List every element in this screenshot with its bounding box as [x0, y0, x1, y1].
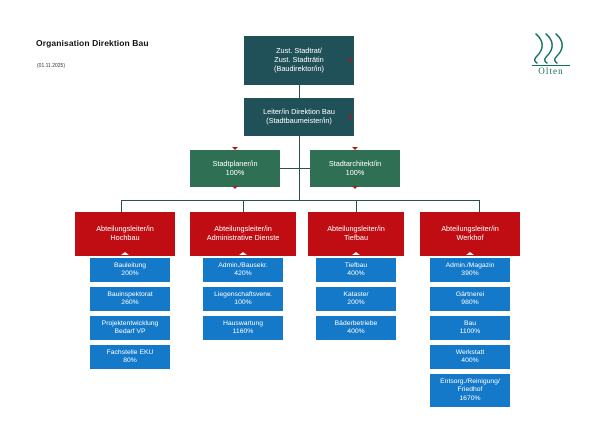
logo-divider — [532, 65, 570, 66]
marker-stadtarchitekt-top-icon — [352, 147, 358, 150]
connector-drop-hochbau — [121, 200, 122, 212]
node-abteilungsleiter-tiefbau[interactable]: Abteilungsleiter/in Tiefbau — [308, 212, 404, 256]
marker-stadtarchitekt-bottom-icon — [352, 186, 358, 189]
page-date: (01.11.2025) — [37, 63, 65, 69]
page-title: Organisation Direktion Bau — [36, 38, 149, 48]
connector-drop-tiefbau — [356, 200, 357, 212]
chevron-admin-icon — [239, 252, 247, 255]
unit-gaertnerei[interactable]: Gärtnerei 980% — [430, 287, 510, 311]
connector-drop-admin — [243, 200, 244, 212]
unit-projektentwicklung-bedarf-vp[interactable]: Projektentwicklung Bedarf VP — [90, 316, 170, 340]
unit-kataster[interactable]: Kataster 200% — [316, 287, 396, 311]
node-abteilungsleiter-werkhof[interactable]: Abteilungsleiter/in Werkhof — [420, 212, 520, 256]
connector-bus-level4 — [121, 200, 479, 201]
unit-bauinspektorat[interactable]: Bauinspektorat 260% — [90, 287, 170, 311]
node-abteilungsleiter-hochbau[interactable]: Abteilungsleiter/in Hochbau — [75, 212, 175, 256]
marker-stadtplaner-top-icon — [232, 147, 238, 150]
unit-baederbetriebe[interactable]: Bäderbetriebe 400% — [316, 316, 396, 340]
connector-stadtplaner — [265, 168, 300, 169]
unit-admin-magazin[interactable]: Admin./Magazin 390% — [430, 258, 510, 282]
unit-liegenschaftsverw[interactable]: Liegenschaftsverw. 100% — [203, 287, 283, 311]
connector-l1-l2 — [299, 85, 300, 98]
marker-leiter-icon — [348, 114, 351, 120]
node-abteilungsleiter-admin[interactable]: Abteilungsleiter/in Administrative Diens… — [190, 212, 296, 256]
connector-drop-werkhof — [479, 200, 480, 212]
node-zust-stadtrat[interactable]: Zust. Stadtrat/ Zust. Stadträtin (Baudir… — [244, 36, 354, 85]
unit-werkstatt[interactable]: Werkstatt 400% — [430, 345, 510, 369]
unit-bau[interactable]: Bau 1100% — [430, 316, 510, 340]
marker-stadtplaner-bottom-icon — [232, 186, 238, 189]
logo-wordmark: Olten — [538, 66, 564, 76]
node-stadtarchitekt[interactable]: Stadtarchitekt/in 100% — [310, 150, 400, 187]
unit-hauswartung[interactable]: Hauswartung 1160% — [203, 316, 283, 340]
unit-fachstelle-eku[interactable]: Fachstelle EKU 80% — [90, 345, 170, 369]
unit-entsorgung-reinigung-friedhof[interactable]: Entsorg./Reinigung/ Friedhof 1670% — [430, 374, 510, 407]
chevron-hochbau-icon — [121, 252, 129, 255]
node-stadtplaner[interactable]: Stadtplaner/in 100% — [190, 150, 280, 187]
unit-admin-bausekr[interactable]: Admin./Bausekr. 420% — [203, 258, 283, 282]
marker-stadtrat-icon — [348, 57, 351, 63]
olten-waves-icon — [534, 33, 563, 64]
olten-logo: Olten — [528, 32, 574, 80]
node-leiter-direktion-bau[interactable]: Leiter/in Direktion Bau (Stadtbaumeister… — [244, 98, 354, 136]
chevron-tiefbau-icon — [352, 252, 360, 255]
chevron-werkhof-icon — [466, 252, 474, 255]
unit-tiefbau[interactable]: Tiefbau 400% — [316, 258, 396, 282]
unit-bauleitung[interactable]: Bauleitung 200% — [90, 258, 170, 282]
